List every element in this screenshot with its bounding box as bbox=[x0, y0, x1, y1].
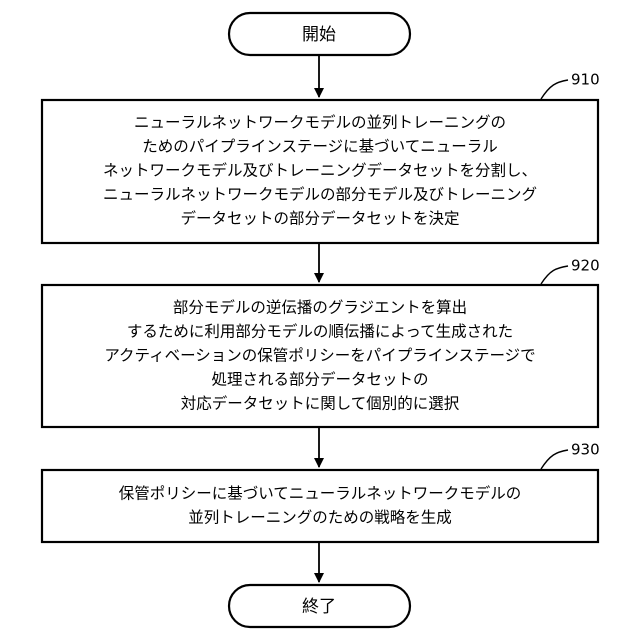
step-910-reference-leader bbox=[541, 80, 568, 99]
process-step-930: 保管ポリシーに基づいてニューラルネットワークモデルの 並列トレーニングのための戦… bbox=[42, 470, 598, 542]
step-910-line-3: ネットワークモデル及びトレーニングデータセットを分割し、 bbox=[103, 161, 537, 180]
end-label: 終了 bbox=[302, 597, 336, 617]
step-920-reference-leader bbox=[541, 266, 568, 284]
start-terminal: 開始 bbox=[229, 13, 410, 55]
step-910-reference-number: 910 bbox=[571, 71, 600, 89]
step-930-line-1: 保管ポリシーに基づいてニューラルネットワークモデルの bbox=[119, 484, 522, 503]
step-920-line-4: 処理される部分データセットの bbox=[211, 370, 428, 389]
step-920-line-5: 対応データセットに関して個別的に選択 bbox=[181, 394, 460, 413]
end-terminal: 終了 bbox=[229, 585, 410, 627]
step-910-line-5: データセットの部分データセットを決定 bbox=[180, 209, 459, 228]
process-step-910: ニューラルネットワークモデルの並列トレーニングの ためのパイプラインステージに基… bbox=[42, 100, 598, 243]
step-920-line-1: 部分モデルの逆伝播のグラジエントを算出 bbox=[173, 298, 467, 317]
step-930-line-2: 並列トレーニングのための戦略を生成 bbox=[188, 509, 452, 527]
step-920-reference-number: 920 bbox=[571, 257, 600, 275]
step-920-line-3: アクティベーションの保管ポリシーをパイプラインステージで bbox=[104, 347, 535, 365]
process-step-920: 部分モデルの逆伝播のグラジエントを算出 するために利用部分モデルの順伝播によって… bbox=[42, 285, 598, 427]
step-910-line-2: ためのパイプラインステージに基づいてニューラル bbox=[142, 138, 497, 156]
step-930-reference-leader bbox=[541, 450, 568, 469]
step-930-box bbox=[42, 470, 598, 542]
step-910-line-4: ニューラルネットワークモデルの部分モデル及びトレーニング bbox=[103, 185, 537, 204]
step-920-line-2: するために利用部分モデルの順伝播によって生成された bbox=[127, 322, 513, 341]
step-930-reference-number: 930 bbox=[571, 441, 600, 459]
step-910-line-1: ニューラルネットワークモデルの並列トレーニングの bbox=[134, 113, 506, 132]
start-label: 開始 bbox=[302, 25, 336, 45]
